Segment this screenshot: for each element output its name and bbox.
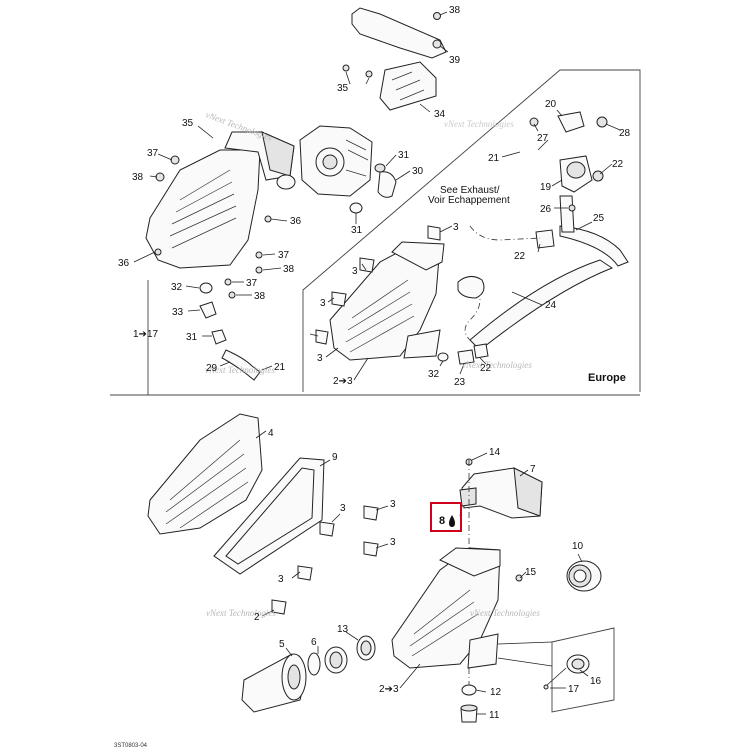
watermark-text: vNext Technologies [462, 360, 532, 370]
clips-europe [315, 225, 441, 345]
leaders-europe [309, 109, 621, 381]
callout-2: 2 [254, 612, 260, 623]
airbox-base-lower [391, 547, 523, 669]
callout-3: 3 [390, 499, 396, 510]
callout-14: 14 [489, 447, 501, 458]
callout-31: 31 [186, 332, 198, 343]
flange-10 [566, 560, 602, 592]
callout-1-to-17: 1➔17 [133, 329, 159, 340]
callout-32: 32 [428, 369, 440, 380]
callout-8: 8 [439, 515, 445, 527]
callout-19: 19 [540, 182, 552, 193]
callout-3: 3 [352, 266, 358, 277]
note-line-2: Voir Echappement [428, 195, 510, 206]
callout-29: 29 [206, 363, 218, 374]
callout-12: 12 [490, 687, 502, 698]
drawing-code: 3ST0803-04 [114, 743, 148, 749]
callout-33: 33 [172, 307, 184, 318]
callout-37: 37 [246, 278, 258, 289]
callout-28: 28 [619, 128, 631, 139]
callout-17: 17 [568, 684, 580, 695]
callout-35: 35 [337, 83, 349, 94]
callout-25: 25 [593, 213, 605, 224]
watermark-text: vNext Technologies [206, 608, 276, 618]
callout-31: 31 [351, 225, 363, 236]
note-line-1: See Exhaust/ [440, 185, 500, 196]
callout-2-to-3: 2➔3 [379, 684, 399, 695]
europe-label: Europe [588, 372, 626, 384]
callout-3: 3 [390, 537, 396, 548]
ring-13 [356, 635, 376, 661]
callout-5: 5 [279, 639, 285, 650]
callout-36: 36 [118, 258, 130, 269]
callout-3: 3 [453, 222, 459, 233]
callout-10: 10 [572, 541, 584, 552]
callout-9: 9 [332, 452, 338, 463]
callout-2-to-3: 2➔3 [333, 376, 353, 387]
callout-37: 37 [147, 148, 159, 159]
plug-12-11 [460, 684, 478, 723]
callout-37: 37 [278, 250, 290, 261]
leaders-lower [255, 430, 589, 715]
intake-duct-7 [459, 458, 543, 519]
callout-36: 36 [290, 216, 302, 227]
callout-21: 21 [274, 362, 286, 373]
callout-11: 11 [489, 710, 500, 721]
callout-38: 38 [132, 172, 144, 183]
callout-22: 22 [514, 251, 526, 262]
callout-22: 22 [612, 159, 624, 170]
carburetor [299, 125, 373, 197]
airbox-upper-left [145, 131, 295, 299]
callout-30: 30 [412, 166, 424, 177]
bracket-34 [342, 7, 447, 111]
callout-22: 22 [480, 363, 492, 374]
callout-26: 26 [540, 204, 552, 215]
callout-labels: 38 39 35 34 35 37 38 36 37 38 37 38 36 3… [118, 5, 631, 721]
clamp-6 [307, 646, 348, 676]
callout-4: 4 [268, 428, 274, 439]
oil-drop-icon [449, 515, 455, 527]
callout-38: 38 [254, 291, 266, 302]
callout-20: 20 [545, 99, 557, 110]
clips-lower [271, 505, 379, 615]
callout-24: 24 [545, 300, 557, 311]
callout-16: 16 [590, 676, 602, 687]
callout-38: 38 [449, 5, 461, 16]
callout-21: 21 [488, 153, 500, 164]
callout-3: 3 [278, 574, 284, 585]
airbox-lid-4 [147, 413, 263, 535]
callout-7: 7 [530, 464, 536, 475]
callout-32: 32 [171, 282, 183, 293]
callout-38: 38 [283, 264, 295, 275]
filter-5 [241, 653, 307, 713]
gasket-9 [213, 457, 325, 575]
watermark-text: vNext Technologies [205, 365, 275, 375]
hoses-upper-left [199, 163, 397, 381]
watermark-text: vNext Technologies [444, 119, 514, 129]
callout-27: 27 [537, 133, 549, 144]
callout-39: 39 [449, 55, 461, 66]
detail-16-17 [497, 627, 615, 713]
airbox-europe [329, 241, 445, 361]
callout-13: 13 [337, 624, 349, 635]
highlight-box-part-8 [430, 502, 462, 532]
callout-6: 6 [311, 637, 317, 648]
callout-34: 34 [434, 109, 446, 120]
callout-3: 3 [340, 503, 346, 514]
callout-3: 3 [317, 353, 323, 364]
callout-31: 31 [398, 150, 410, 161]
watermark-text: vNext Technologies [470, 608, 540, 618]
leaders-upper-left [133, 11, 449, 371]
section-frames [110, 69, 641, 396]
callout-15: 15 [525, 567, 537, 578]
callout-3: 3 [320, 298, 326, 309]
exhaust-note: See Exhaust/ Voir Echappement [428, 185, 510, 206]
callout-23: 23 [454, 377, 466, 388]
callout-35: 35 [182, 118, 194, 129]
